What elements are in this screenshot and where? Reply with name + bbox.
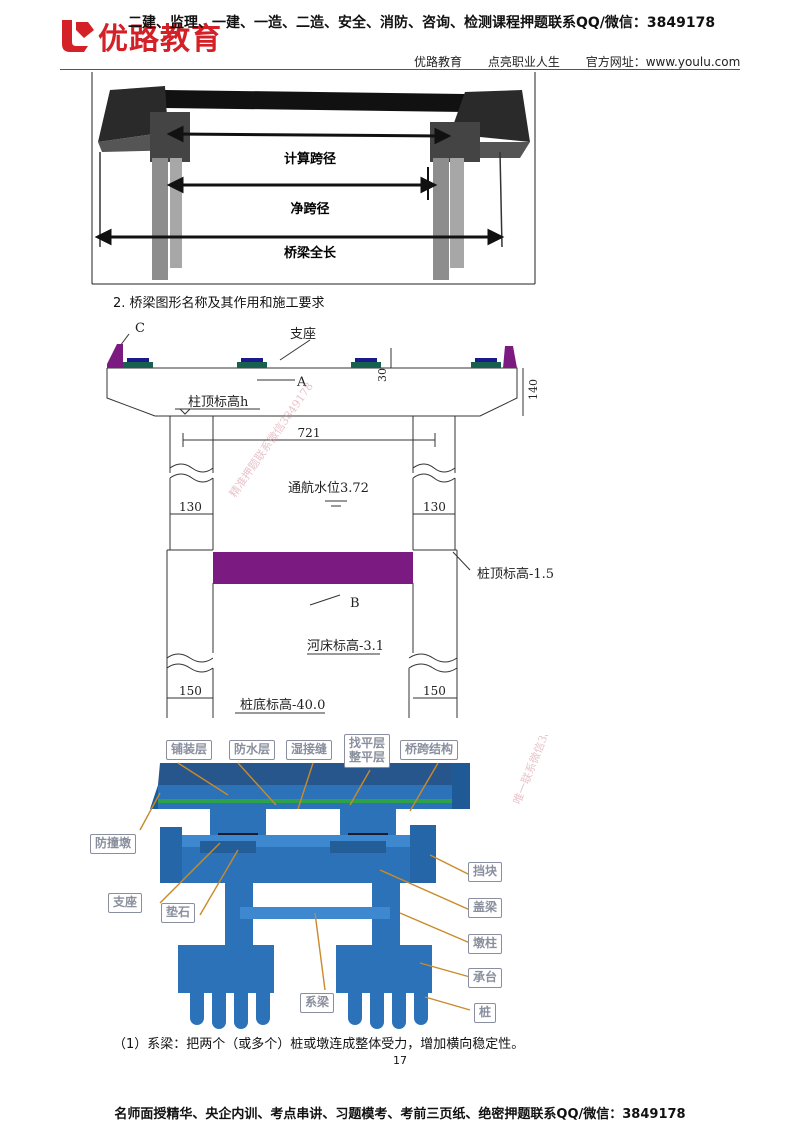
brand-name: 优路教育 bbox=[98, 22, 222, 57]
label-stop-block: 挡块 bbox=[468, 862, 503, 882]
label-leveling-layer: 找平层 整平层 bbox=[344, 734, 391, 768]
label-leveling-line2: 整平层 bbox=[349, 749, 386, 764]
label-anti-collision: 防撞墩 bbox=[90, 834, 137, 854]
header-contact-line: 二建、监理、一建、一造、二造、安全、消防、咨询、检测课程押题联系QQ/微信：38… bbox=[128, 15, 716, 31]
label-C: C bbox=[135, 321, 145, 336]
pier-elevation-drawing: C 支座 A 30 140 柱顶标高h 721 通航水位3.72 130 130… bbox=[106, 321, 554, 718]
header-sub-line: 优路教育 点亮职业人生 官方网址：www.youlu.com bbox=[414, 53, 762, 70]
header-sub-website: 官方网址：www.youlu.com bbox=[585, 55, 741, 69]
label-total-length: 桥梁全长 bbox=[284, 245, 337, 261]
label-clear-span: 净跨径 bbox=[290, 201, 329, 217]
watermark-figure3: 唯一联系微信3849178 bbox=[510, 735, 566, 806]
label-B: B bbox=[350, 596, 360, 611]
label-dim-130-left: 130 bbox=[179, 500, 202, 514]
label-pier-column: 墩柱 bbox=[468, 934, 503, 954]
header-sub-slogan: 点亮职业人生 bbox=[487, 55, 560, 69]
label-pile: 桩 bbox=[474, 1003, 497, 1023]
page-number: 17 bbox=[393, 1054, 407, 1067]
label-pier-top-elev: 柱顶标高h bbox=[188, 394, 249, 410]
label-pile-cap: 承台 bbox=[468, 968, 503, 988]
label-bridge-structure: 桥跨结构 bbox=[400, 740, 459, 760]
header-sub-brand: 优路教育 bbox=[414, 55, 463, 69]
bridge-structure-diagram: 唯一联系微信3849178 bbox=[139, 735, 566, 1029]
label-waterproof-layer: 防水层 bbox=[229, 740, 276, 760]
label-dim-150-left: 150 bbox=[179, 684, 202, 698]
tie-beam-note: （1）系梁：把两个（或多个）桩或墩连成整体受力，增加横向稳定性。 bbox=[113, 1037, 525, 1052]
label-riverbed-elev: 河床标高-3.1 bbox=[307, 638, 384, 654]
label-leveling-line1: 找平层 bbox=[349, 736, 386, 750]
label-pad-stone: 垫石 bbox=[161, 903, 196, 923]
header-divider bbox=[60, 69, 740, 70]
footer-contact: 名师面授精华、央企内训、考点串讲、习题模考、考前三页纸、绝密押题联系QQ/微信：… bbox=[114, 1107, 686, 1122]
label-dim-150-right: 150 bbox=[423, 684, 446, 698]
brand-logo-icon bbox=[62, 20, 94, 52]
label-A: A bbox=[296, 375, 307, 390]
label-tie-beam: 系梁 bbox=[300, 993, 335, 1013]
label-water-level: 通航水位3.72 bbox=[288, 480, 369, 496]
label-pile-bottom-elev: 桩底标高-40.0 bbox=[240, 697, 325, 713]
span-diagram: 计算跨径 净跨径 桥梁全长 bbox=[91, 72, 536, 285]
label-span-721: 721 bbox=[298, 426, 321, 440]
label-bearing: 支座 bbox=[108, 893, 143, 913]
label-wet-joint: 湿接缝 bbox=[286, 740, 333, 760]
label-dim-130-right: 130 bbox=[423, 500, 446, 514]
label-pile-top-elev: 桩顶标高-1.5 bbox=[477, 566, 554, 582]
section-title: 2. 桥梁图形名称及其作用和施工要求 bbox=[113, 296, 325, 311]
label-paving-layer: 铺装层 bbox=[166, 740, 213, 760]
label-dim-30: 30 bbox=[376, 368, 389, 382]
label-dim-140: 140 bbox=[527, 379, 540, 400]
label-cap-beam: 盖梁 bbox=[468, 898, 503, 918]
label-bearing-top: 支座 bbox=[290, 327, 316, 342]
label-calc-span: 计算跨径 bbox=[284, 151, 336, 167]
